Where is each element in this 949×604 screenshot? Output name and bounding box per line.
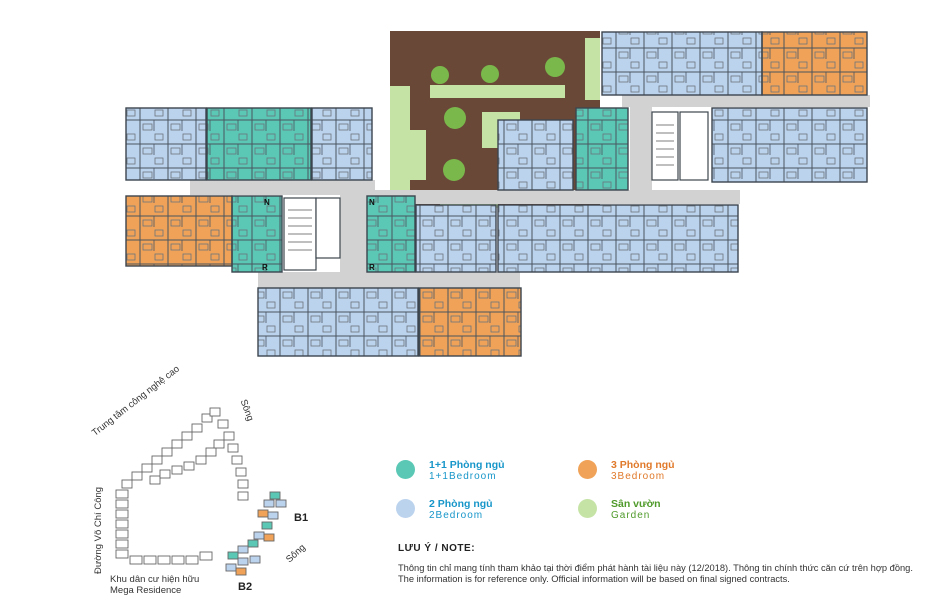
legend-swatch (396, 460, 415, 479)
disclaimer-note: LƯU Ý / NOTE: Thông tin chỉ mang tính th… (398, 543, 938, 585)
site-map (115, 407, 249, 565)
legend-label-vi: 3 Phòng ngủ (611, 459, 675, 471)
legend-swatch (396, 499, 415, 518)
site-label-residence-2: Mega Residence (110, 585, 182, 596)
legend-swatch (578, 499, 597, 518)
legend-label-en: Garden (611, 510, 651, 521)
site-label-b1: B1 (294, 512, 309, 524)
legend-label-vi: 1+1 Phòng ngủ (429, 459, 505, 471)
legend-label-en: 1+1Bedroom (429, 471, 497, 482)
north-mark: N (264, 198, 270, 207)
stair-treads (288, 124, 674, 251)
room-walls (125, 31, 868, 357)
legend-label-en: 3Bedroom (611, 471, 666, 482)
legend-3-bedroom: 3 Phòng ngủ 3Bedroom (578, 459, 675, 482)
legend-label-vi: 2 Phòng ngủ (429, 498, 493, 510)
site-label-b2: B2 (238, 581, 253, 593)
refuse-mark: R (262, 263, 268, 272)
corridors (190, 95, 870, 290)
legend-garden: Sân vườn Garden (578, 498, 661, 521)
refuse-mark: R (369, 263, 375, 272)
building-chain-left (115, 407, 249, 565)
site-label-road: Đường Võ Chí Công (93, 486, 104, 574)
north-mark: N (369, 198, 375, 207)
note-line-en: The information is for reference only. O… (398, 574, 790, 584)
legend-label-en: 2Bedroom (429, 510, 484, 521)
site-label-residence-1: Khu dân cư hiện hữu (110, 574, 200, 585)
legend-label-vi: Sân vườn (611, 498, 661, 510)
site-map-b1-b2 (225, 491, 287, 576)
legend-2-bedroom: 2 Phòng ngủ 2Bedroom (396, 498, 493, 521)
note-line-vi: Thông tin chỉ mang tính tham khảo tại th… (398, 563, 913, 573)
legend-1-1-bedroom: 1+1 Phòng ngủ 1+1Bedroom (396, 459, 505, 482)
note-title: LƯU Ý / NOTE: (398, 543, 476, 554)
legend-swatch (578, 460, 597, 479)
